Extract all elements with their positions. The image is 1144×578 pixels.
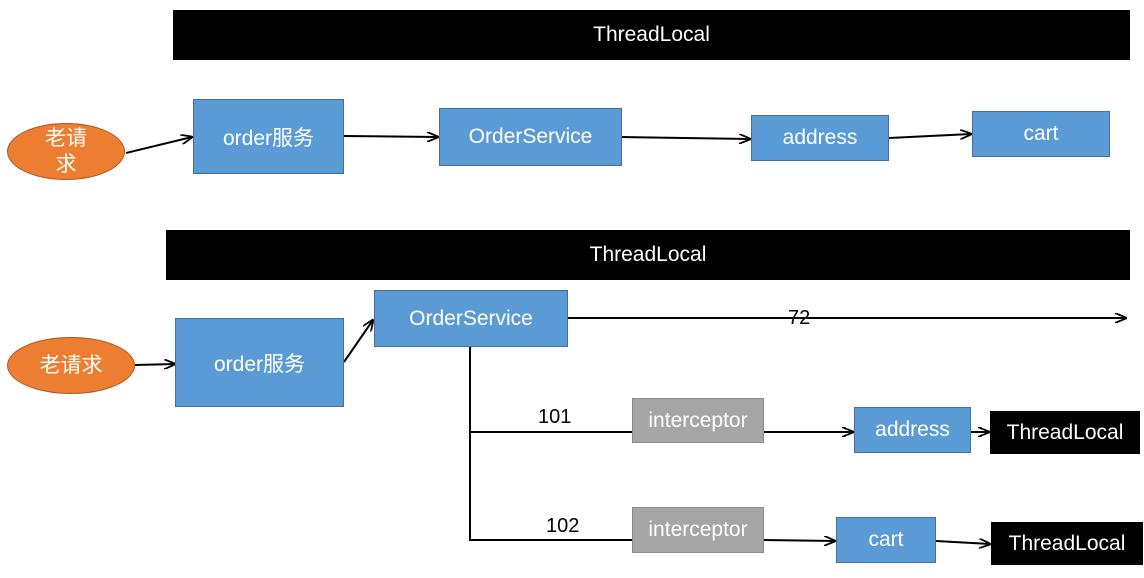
arrow-cart-to-threadlocal <box>935 541 990 544</box>
interceptor-box-a: interceptor <box>632 398 764 443</box>
threadlocal-box-b: ThreadLocal <box>991 522 1143 565</box>
old-request-oval-top: 老请求 <box>7 123 125 180</box>
arrow-order-to-orderservice-top <box>343 136 438 137</box>
address-box-bottom: address <box>854 407 971 453</box>
threadlocal-banner-top: ThreadLocal <box>173 10 1130 60</box>
arrow-request-to-order-top <box>125 137 192 154</box>
thread-label-b: 102 <box>546 515 580 537</box>
threadlocal-banner-bottom: ThreadLocal <box>166 230 1130 280</box>
order-service-cn-box-bottom: order服务 <box>175 318 344 407</box>
arrow-interceptor-to-cart <box>763 540 835 541</box>
threadlocal-box-a: ThreadLocal <box>990 411 1140 454</box>
arrow-request-to-order-bottom <box>134 364 175 365</box>
orderservice-box-bottom: OrderService <box>374 290 568 347</box>
thread-label-a: 101 <box>538 406 572 428</box>
interceptor-box-b: interceptor <box>632 507 764 553</box>
arrow-order-to-orderservice-bottom <box>343 320 373 363</box>
arrow-address-to-cart-top <box>888 134 971 138</box>
orderservice-box-top: OrderService <box>439 108 622 166</box>
old-request-oval-bottom: 老请求 <box>7 337 135 394</box>
thread-label-main: 72 <box>788 307 811 329</box>
order-service-cn-box-top: order服务 <box>193 99 344 174</box>
arrow-orderservice-to-address-top <box>621 137 750 139</box>
thread-branch-line <box>469 322 632 541</box>
address-box-top: address <box>751 115 889 161</box>
cart-box-bottom: cart <box>836 517 936 563</box>
cart-box-top: cart <box>972 111 1110 157</box>
